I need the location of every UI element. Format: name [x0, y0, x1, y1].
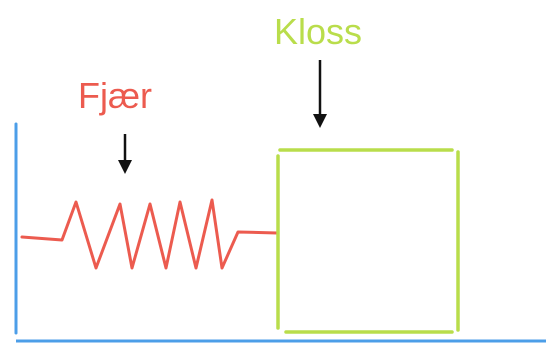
block-square [276, 148, 460, 334]
block-label: Kloss [274, 11, 362, 52]
arrow-down-icon [313, 60, 327, 128]
spring-label: Fjær [78, 75, 152, 116]
arrow-down-icon [118, 134, 132, 174]
spring-zigzag [20, 198, 279, 270]
